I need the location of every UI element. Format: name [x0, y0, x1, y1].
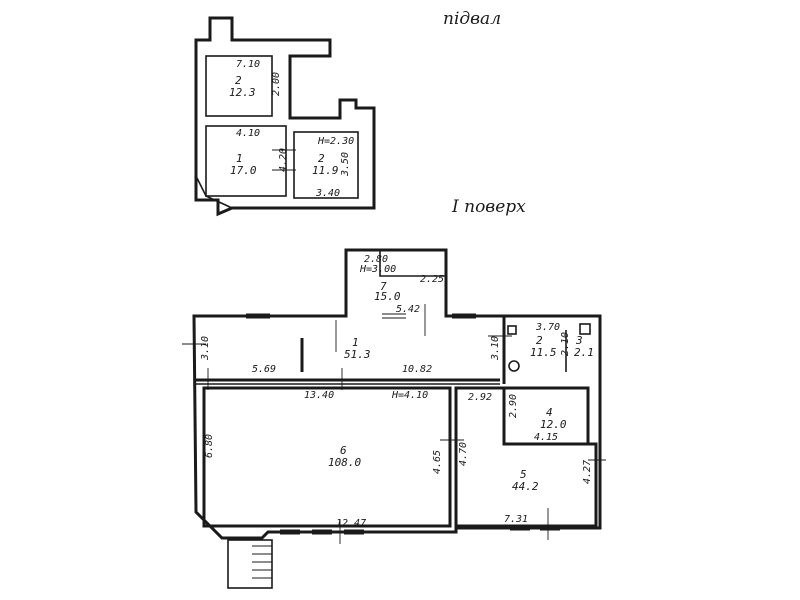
dim-label: 4.15 [534, 432, 558, 443]
basement-plan: 7.10 2.00 2 12.3 4.10 1 17.0 4.20 H=2.30… [194, 16, 376, 217]
dim-label: 13.40 [304, 390, 334, 401]
first-floor-heading: I поверх [451, 197, 526, 217]
basement-room-1 [205, 125, 287, 197]
dim-label: 6.80 [204, 434, 215, 458]
drain-icon [508, 360, 520, 372]
room-number: 1 [352, 336, 359, 349]
dim-label: 5.42 [396, 304, 420, 315]
dim-label: 2.80 [364, 254, 388, 265]
dim-label: 5.69 [252, 364, 276, 375]
toilet-icon [579, 323, 591, 335]
basement-room-area: 17.0 [230, 164, 257, 177]
basement-dim: H=2.30 [317, 136, 354, 147]
dim-label: 2.25 [420, 274, 444, 285]
basement-room-number: 2 [318, 152, 325, 165]
room-number: 2 [536, 334, 543, 347]
basement-hatch [195, 175, 233, 209]
room-number: 7 [380, 280, 387, 293]
basement-room-number: 2 [235, 74, 242, 87]
room-number: 4 [546, 406, 553, 419]
entrance-stairs [227, 539, 273, 589]
dim-label: 4.65 [432, 450, 443, 474]
basement-room-2-upper [205, 55, 273, 117]
height-label: H=4.10 [391, 390, 428, 401]
dim-label: 10.82 [402, 364, 432, 375]
room-number: 6 [340, 444, 347, 457]
room-area: 15.0 [374, 290, 401, 303]
dim-label: 2.10 [560, 332, 571, 356]
window-marks [246, 313, 560, 535]
basement-room-2-right [293, 131, 359, 199]
dim-label: 3.10 [490, 336, 501, 361]
dim-label: 12.47 [336, 518, 366, 529]
dim-label: 3.70 [535, 322, 560, 333]
basement-dim: 3.40 [315, 188, 340, 199]
dim-label: 2.92 [468, 392, 492, 403]
room-area: 108.0 [328, 456, 361, 469]
dim-label: 4.70 [458, 442, 469, 466]
sink-icon [507, 325, 517, 335]
first-floor-plan: 2.80 H=3.00 2.25 7 15.0 5.42 3.10 1 51.3… [182, 248, 606, 589]
room-area: 2.1 [574, 346, 594, 359]
room-area: 12.0 [540, 418, 567, 431]
room-area: 11.5 [530, 346, 557, 359]
room-area: 44.2 [512, 480, 539, 493]
basement-room-number: 1 [236, 152, 243, 165]
basement-dim: 3.50 [340, 152, 351, 177]
dim-label: 2.90 [508, 394, 519, 418]
basement-heading: підвал [443, 9, 501, 29]
basement-room-area: 11.9 [312, 164, 339, 177]
height-label: H=3.00 [359, 264, 396, 275]
dim-label: 7.31 [504, 514, 528, 525]
basement-dim: 2.00 [271, 72, 282, 96]
room-number: 5 [520, 468, 527, 481]
dim-label: 3.10 [200, 336, 211, 361]
room-6 [202, 386, 452, 528]
basement-dim: 4.20 [278, 148, 289, 172]
basement-dim: 4.10 [236, 128, 260, 139]
basement-outline [194, 16, 376, 217]
room-number: 3 [575, 334, 583, 347]
room-7-wall [346, 249, 446, 277]
room-area: 51.3 [344, 348, 371, 361]
dimension-ticks [182, 304, 606, 544]
basement-room-area: 12.3 [229, 86, 256, 99]
dim-label: 4.27 [582, 460, 593, 484]
room-5 [454, 386, 598, 528]
basement-dim: 7.10 [236, 59, 260, 70]
